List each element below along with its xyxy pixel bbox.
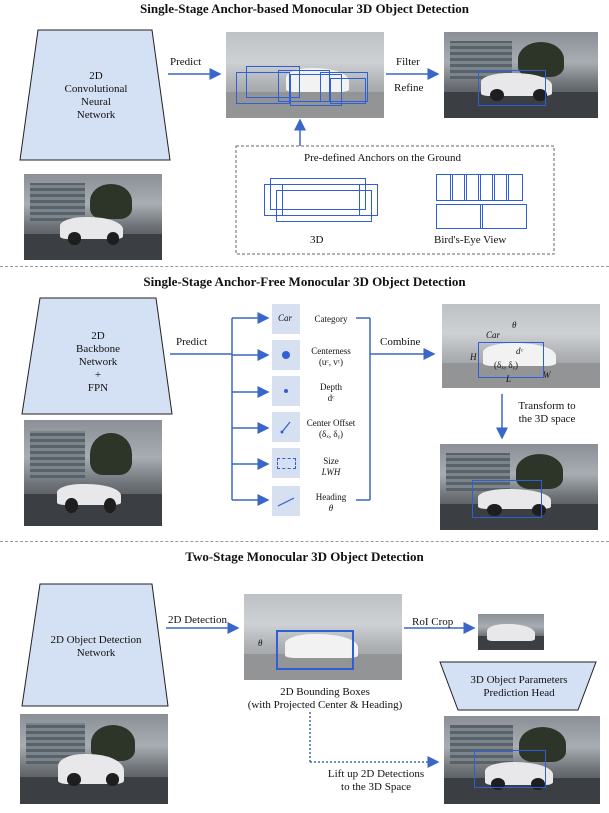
head-offset: Center Offset (δₓ, δᵧ) (306, 418, 356, 439)
input-image-3 (20, 714, 168, 804)
annot-car: Car (486, 330, 501, 340)
input-image-1 (24, 174, 162, 260)
section-title-anchor-free: Single-Stage Anchor-Free Monocular 3D Ob… (143, 274, 466, 289)
lift-label: Lift up 2D Detections to the 3D Space (327, 768, 425, 793)
filter-label: Filter (396, 56, 420, 68)
annot-H: H (470, 352, 477, 362)
heading-map (272, 486, 300, 516)
anchors-box (235, 145, 555, 255)
network-trapezoid-1 (19, 29, 171, 161)
section-divider-1 (0, 266, 609, 267)
head-size: Size LWH (321, 456, 341, 477)
head-category: Category (314, 314, 348, 324)
head-depth: Depth dᶜ (320, 382, 342, 403)
roi-label: RoI Crop (412, 616, 454, 628)
predict-label-2: Predict (176, 336, 208, 348)
anchor-bev-label: Bird's-Eye View (434, 234, 507, 246)
centerness-map (272, 340, 300, 370)
head-centerness: Centerness (uᶜ, vᶜ) (311, 346, 351, 367)
bbox-theta: θ (258, 638, 263, 648)
annot-L: L (506, 374, 512, 384)
detection-label: 2D Detection (168, 614, 227, 626)
annot-theta: θ (512, 320, 517, 330)
offset-map (272, 412, 300, 442)
head-heading: Heading θ (315, 492, 347, 513)
section-divider-2 (0, 541, 609, 542)
output-image-2 (440, 444, 598, 530)
annot-dc: dᶜ (516, 346, 523, 356)
depth-map (272, 376, 300, 406)
combine-label: Combine (380, 336, 421, 348)
network-trapezoid-2 (21, 297, 173, 415)
transform-label: Transform to the 3D space (518, 400, 576, 425)
combined-image (442, 304, 600, 388)
refine-label: Refine (394, 82, 424, 94)
size-map (272, 448, 300, 478)
network-label-1: 2D Convolutional Neural Network (64, 70, 128, 121)
2d-bounding-box (276, 630, 354, 670)
network-label-3: 2D Object Detection Network (50, 634, 142, 659)
section-title-two-stage: Two-Stage Monocular 3D Object Detection (185, 549, 424, 564)
output-3d-box-3 (474, 750, 546, 788)
output-3d-box-2 (472, 480, 542, 518)
output-image-3 (444, 716, 600, 804)
anchors-title: Pre-defined Anchors on the Ground (304, 152, 462, 164)
predict-label-1: Predict (170, 56, 202, 68)
network-label-2: 2D Backbone Network + FPN (76, 330, 120, 394)
input-image-2 (24, 420, 162, 526)
category-map: Car (272, 304, 300, 334)
annot-offset: (δₓ, δᵧ) (494, 360, 518, 370)
prediction-head-trapezoid (439, 661, 597, 711)
network-trapezoid-3 (21, 583, 169, 707)
centerness-dot (282, 351, 290, 359)
depth-dot (284, 389, 288, 393)
anchor-3d-label: 3D (310, 234, 324, 246)
refined-3d-box (478, 70, 546, 106)
bbox-caption: 2D Bounding Boxes (with Projected Center… (247, 686, 403, 711)
bev-grid (436, 174, 527, 229)
roi-crop-image (478, 614, 544, 650)
bbox-image (244, 594, 402, 680)
combined-3d-box (478, 342, 544, 378)
annot-W: W (543, 370, 551, 380)
prediction-head-label: 3D Object Parameters Prediction Head (470, 674, 568, 699)
section-title-anchor-based: Single-Stage Anchor-based Monocular 3D O… (140, 1, 469, 16)
